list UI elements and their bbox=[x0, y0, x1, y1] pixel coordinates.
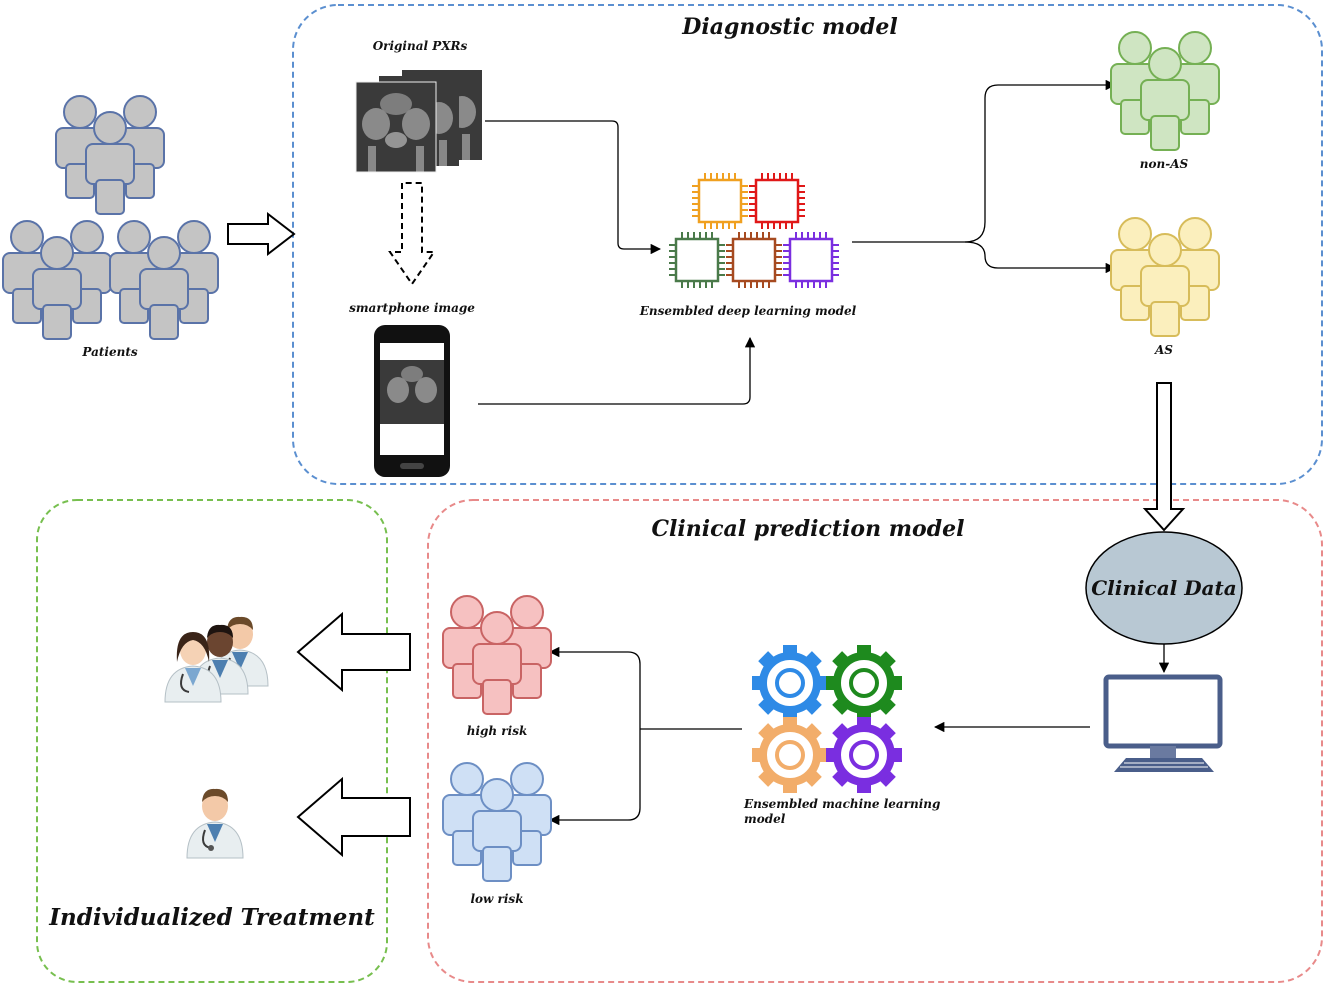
pxr-to-smartphone-arrow bbox=[388, 182, 436, 286]
dl-to-nonas-connector bbox=[964, 79, 1117, 243]
dl-to-as-connector bbox=[964, 241, 1117, 274]
pxr-to-dl-connector bbox=[485, 120, 662, 255]
as-group-icon bbox=[1111, 218, 1219, 336]
phone-to-dl-connector bbox=[478, 336, 756, 405]
clinical-prediction-frame bbox=[427, 499, 1323, 983]
diagnostic-model-title: Diagnostic model bbox=[681, 14, 897, 40]
high-risk-label: high risk bbox=[467, 724, 528, 738]
patients-label: Patients bbox=[81, 345, 137, 359]
low-risk-label: low risk bbox=[470, 892, 523, 906]
original-pxrs-label: Original PXRs bbox=[373, 39, 468, 53]
patients-to-diagnostic-arrow bbox=[227, 211, 296, 257]
xray-stack-icon bbox=[355, 70, 482, 173]
patients-icon bbox=[3, 96, 218, 339]
diagnostic-model-frame bbox=[292, 4, 1323, 485]
non-as-group-icon bbox=[1111, 32, 1219, 150]
ensembled-ml-label-line2: model bbox=[744, 812, 786, 826]
ensembled-dl-label: Ensembled deep learning model bbox=[639, 304, 857, 318]
clinical-prediction-title: Clinical prediction model bbox=[652, 516, 965, 542]
low-risk-group-icon bbox=[443, 763, 551, 881]
doctors-icon bbox=[164, 615, 269, 703]
high-risk-to-doctors-arrow bbox=[296, 611, 411, 693]
ml-to-high-risk-connector bbox=[548, 646, 641, 730]
clinical-data-label: Clinical Data bbox=[1091, 576, 1236, 600]
ml-to-low-risk-connector bbox=[548, 729, 641, 826]
computer-icon bbox=[1103, 674, 1223, 772]
treatment-title: Individualized Treatment bbox=[48, 904, 375, 931]
low-risk-to-doctor-arrow bbox=[296, 776, 411, 858]
smartphone-image-label: smartphone image bbox=[349, 301, 475, 315]
ml-gears-icon bbox=[752, 645, 902, 793]
dl-chips-icon bbox=[667, 171, 841, 290]
as-label: AS bbox=[1154, 343, 1173, 357]
ensembled-ml-label-line1: Ensembled machine learning bbox=[743, 797, 940, 811]
treatment-frame bbox=[36, 499, 388, 983]
non-as-label: non-AS bbox=[1140, 157, 1189, 171]
as-to-clinical-data-arrow bbox=[1142, 382, 1186, 532]
doctor-icon bbox=[186, 787, 244, 859]
smartphone-icon bbox=[374, 325, 450, 477]
high-risk-group-icon bbox=[443, 596, 551, 714]
